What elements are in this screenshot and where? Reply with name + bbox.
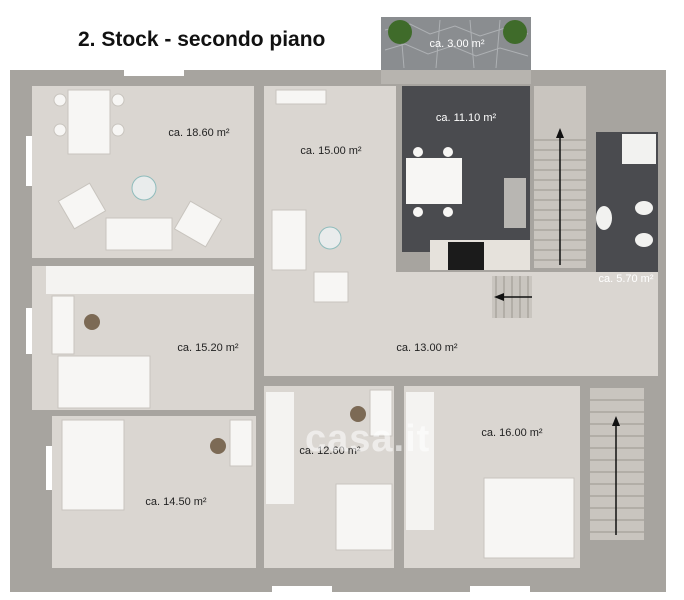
dining-table — [67, 89, 111, 155]
label-kitchen: ca. 11.10 m² — [435, 112, 497, 124]
armchair — [173, 200, 223, 248]
desk — [369, 389, 393, 437]
armchair — [313, 271, 349, 303]
label-hall: ca. 13.00 m² — [396, 342, 458, 354]
dining-chair — [53, 93, 67, 107]
coffee-table — [318, 226, 342, 250]
coffee-table — [131, 175, 157, 201]
kitchen-sink — [504, 178, 526, 228]
desk — [229, 419, 253, 467]
bed — [57, 355, 151, 409]
desk-chair — [210, 438, 226, 454]
label-living-center: ca. 15.00 m² — [300, 145, 362, 157]
label-bedroom-1: ca. 15.20 m² — [177, 342, 239, 354]
desk — [51, 295, 75, 355]
bed — [61, 419, 125, 511]
label-bedroom-2: ca. 14.50 m² — [145, 496, 207, 508]
stair-arrowhead-small — [494, 293, 504, 301]
bidet — [635, 233, 653, 247]
desk-chair — [350, 406, 366, 422]
armchair — [57, 182, 107, 230]
toilet — [635, 201, 653, 215]
label-bathroom: ca. 5.70 m² — [598, 273, 654, 285]
partition-bedroom1-top — [46, 266, 254, 294]
label-bedroom-3: ca. 12.60 m² — [299, 445, 361, 457]
shower — [622, 134, 656, 164]
stair-arrowhead-lower — [612, 416, 620, 426]
terrace-plant-right — [503, 20, 527, 44]
kitchen-chair — [443, 207, 453, 217]
sofa — [105, 217, 173, 251]
bed — [483, 477, 575, 559]
sofa-vertical — [271, 209, 307, 271]
desk-chair — [84, 314, 100, 330]
label-living-left: ca. 18.60 m² — [168, 127, 230, 139]
dining-chair — [111, 93, 125, 107]
stair-lower — [590, 388, 644, 540]
terrace-railing — [381, 70, 531, 84]
label-bedroom-4: ca. 16.00 m² — [481, 427, 543, 439]
kitchen-chair — [413, 207, 423, 217]
kitchen-chair — [443, 147, 453, 157]
bed — [335, 483, 393, 551]
label-terrace: ca. 3.00 m² — [429, 38, 485, 50]
partition-bedroom3-left — [266, 392, 294, 504]
dining-chair — [111, 123, 125, 137]
terrace-plant-left — [388, 20, 412, 44]
plan-title: 2. Stock - secondo piano — [78, 28, 326, 51]
dining-chair — [53, 123, 67, 137]
stove — [448, 242, 484, 270]
windows — [26, 70, 530, 592]
stair-arrowhead-upper — [556, 128, 564, 138]
kitchen-chair — [413, 147, 423, 157]
sink — [596, 206, 612, 230]
air-conditioner — [275, 89, 327, 105]
watermark-logo: casa.it — [305, 418, 431, 460]
partition-bedroom4-left — [406, 392, 434, 530]
kitchen-table — [406, 158, 462, 204]
